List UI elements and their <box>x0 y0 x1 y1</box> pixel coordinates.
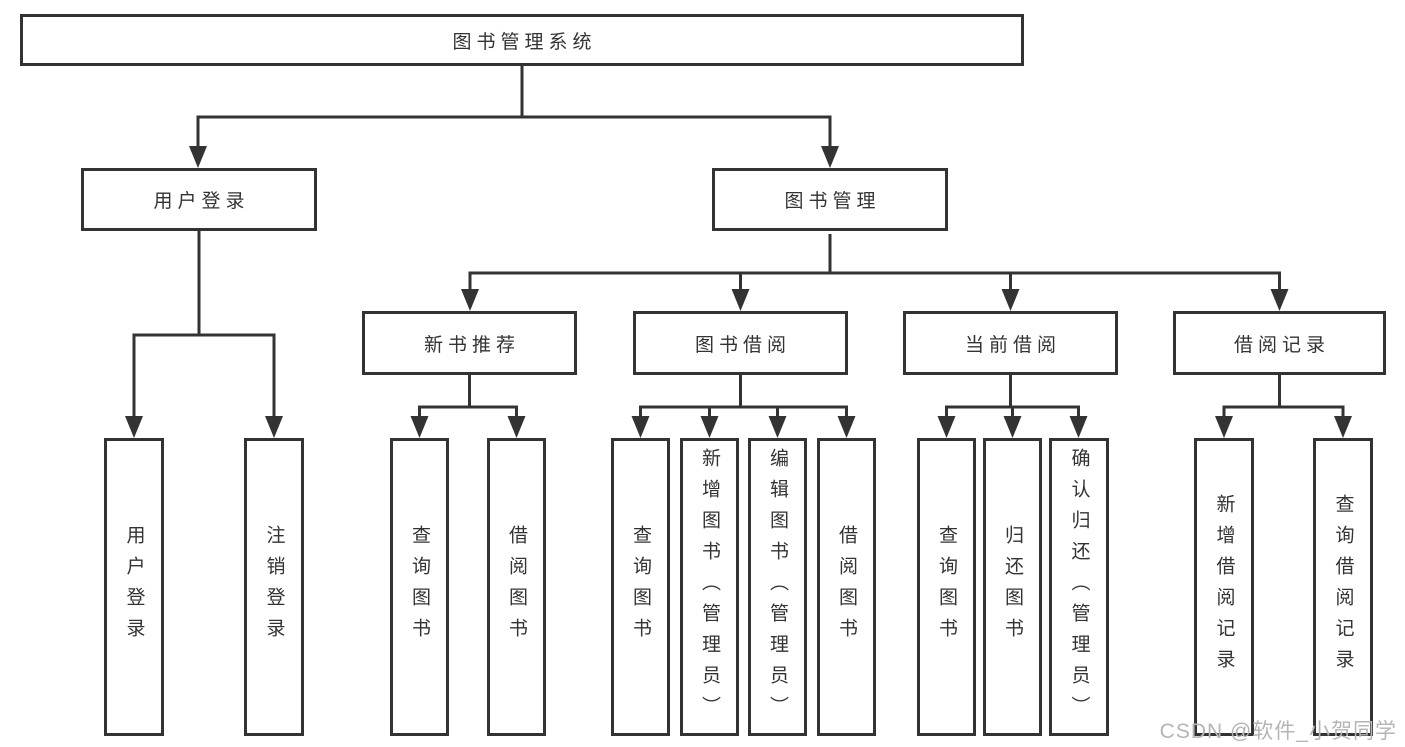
leaf-query-books-2: 查询图书 <box>611 438 670 736</box>
node-current-borrow: 当前借阅 <box>903 311 1118 375</box>
leaf-confirm-return-admin: 确认归还（管理员） <box>1049 438 1109 736</box>
leaf-query-books-1: 查询图书 <box>390 438 449 736</box>
node-new-book-recommend: 新书推荐 <box>362 311 577 375</box>
leaf-edit-book-admin: 编辑图书（管理员） <box>748 438 807 736</box>
leaf-borrow-books-2: 借阅图书 <box>817 438 876 736</box>
leaf-logout: 注销登录 <box>244 438 304 736</box>
csdn-watermark: CSDN @软件_小贺同学 <box>1159 720 1397 743</box>
node-book-borrow: 图书借阅 <box>633 311 848 375</box>
leaf-borrow-books-1: 借阅图书 <box>487 438 546 736</box>
node-book-management: 图书管理 <box>712 168 948 231</box>
arrowhead-icons <box>125 146 1352 438</box>
leaf-return-book: 归还图书 <box>983 438 1042 736</box>
node-root-system: 图书管理系统 <box>20 14 1024 66</box>
leaf-add-book-admin: 新增图书（管理员） <box>680 438 739 736</box>
leaf-user-login: 用户登录 <box>104 438 164 736</box>
leaf-query-borrow-record: 查询借阅记录 <box>1313 438 1373 736</box>
node-borrow-records: 借阅记录 <box>1173 311 1386 375</box>
leaf-query-books-3: 查询图书 <box>917 438 976 736</box>
node-user-login: 用户登录 <box>81 168 317 231</box>
leaf-add-borrow-record: 新增借阅记录 <box>1194 438 1254 736</box>
